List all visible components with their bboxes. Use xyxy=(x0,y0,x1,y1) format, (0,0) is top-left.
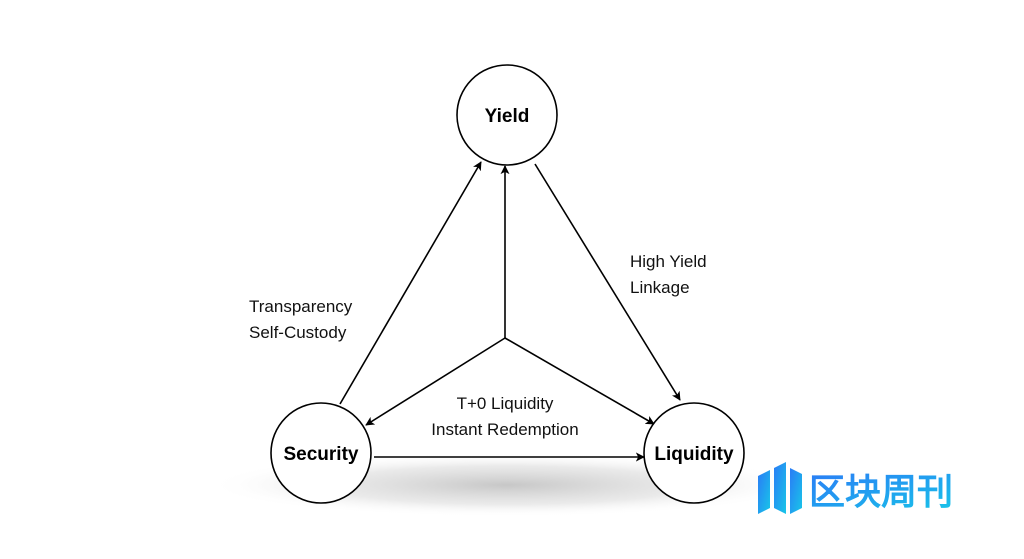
node-liquidity: Liquidity xyxy=(643,402,745,504)
edge-center-to-security xyxy=(365,337,506,426)
label-high-yield: High Yield xyxy=(630,252,707,271)
node-liquidity-label: Liquidity xyxy=(654,444,734,465)
label-instant-redemption: Instant Redemption xyxy=(431,420,578,439)
edge-center-to-liquidity xyxy=(504,337,655,425)
edge-yield-to-liquidity xyxy=(534,163,681,401)
node-security: Security xyxy=(270,402,372,504)
label-linkage: Linkage xyxy=(630,278,690,297)
node-yield: Yield xyxy=(456,64,558,166)
label-self-custody: Self-Custody xyxy=(249,323,347,342)
brand-logo-text: 区块周刊 xyxy=(809,472,953,513)
bars-logo-icon xyxy=(758,462,802,514)
node-security-label: Security xyxy=(284,444,359,465)
label-t0-liquidity: T+0 Liquidity xyxy=(457,394,554,413)
brand-logo: 区块周刊 xyxy=(758,462,953,514)
edge-security-to-yield xyxy=(339,161,482,405)
label-transparency: Transparency xyxy=(249,297,353,316)
node-yield-label: Yield xyxy=(485,106,530,127)
